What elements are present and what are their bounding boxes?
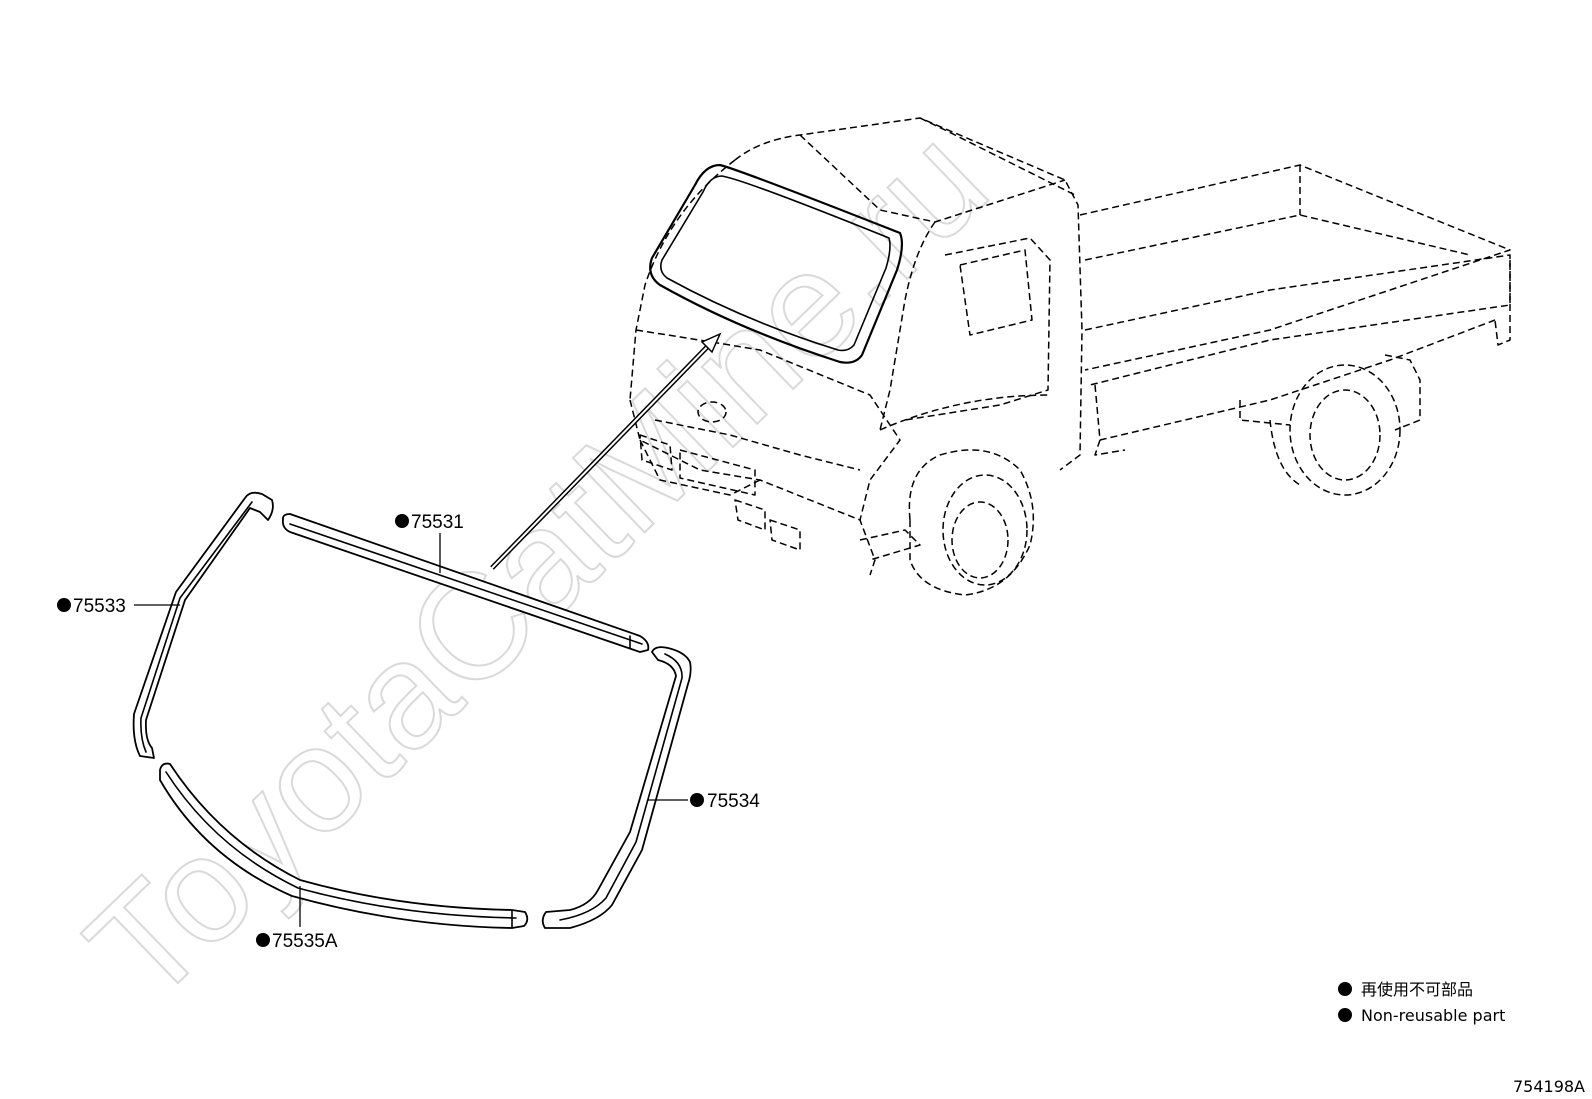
legend: 再使用不可部品 Non-reusable part [1338,980,1505,1025]
callout-75533[interactable]: 75533 [57,596,180,617]
callout-75531[interactable]: 75531 [395,512,464,573]
part-75533-strip [132,491,274,759]
part-75535a-strip [159,762,529,929]
part-number-75531: 75531 [411,512,464,533]
callout-75535a[interactable]: 75535A [256,886,338,952]
part-number-75535a: 75535A [272,931,338,952]
truck-illustration [629,117,1511,596]
part-75534-strip [541,646,692,929]
pointer-arrow [490,332,722,570]
figure-id: 754198A [1513,1077,1585,1096]
legend-dot-icon [1338,1008,1352,1022]
legend-japanese: 再使用不可部品 [1361,980,1473,999]
legend-english: Non-reusable part [1361,1006,1505,1025]
legend-dot-icon [1338,982,1352,996]
part-number-75534: 75534 [707,791,760,812]
truck-windshield [649,163,904,364]
callout-75534[interactable]: 75534 [648,791,760,812]
part-75531-strip [281,513,650,653]
part-number-75533: 75533 [73,596,126,617]
